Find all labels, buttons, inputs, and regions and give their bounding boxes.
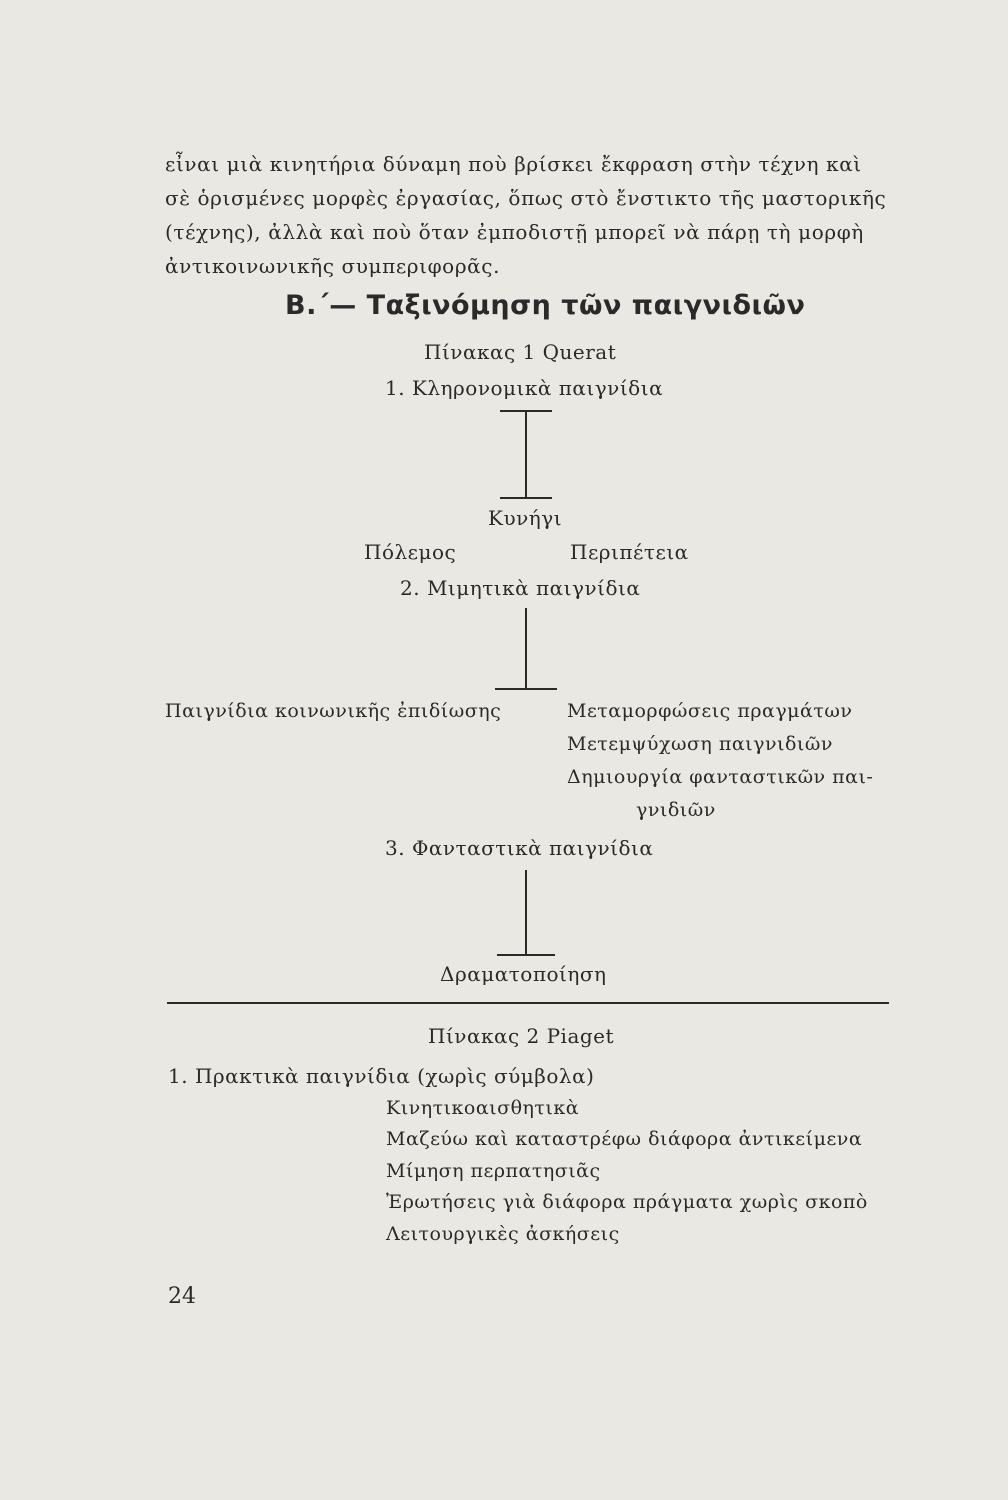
tree-connector-bottom [495, 688, 557, 690]
list-item: Κινητικοαισθητικὰ [386, 1097, 580, 1119]
section-heading: Β.΄— Ταξινόμηση τῶν παιγνιδιῶν [285, 290, 806, 321]
tree-node-left: Πόλεμος [364, 540, 457, 564]
page-number: 24 [168, 1284, 196, 1309]
table-2-title: Πίνακας 2 Piaget [428, 1024, 615, 1048]
category-1-label: 1. Πρακτικὰ παιγνίδια (χωρὶς σύμβολα) [168, 1064, 595, 1088]
tree-connector-bottom [500, 497, 552, 499]
tree-node-right: Περιπέτεια [570, 540, 689, 564]
category-1-label: 1. Κληρονομικὰ παιγνίδια [385, 376, 664, 400]
list-item: Λειτουργικὲς ἀσκήσεις [386, 1223, 620, 1245]
list-item: Μαζεύω καὶ καταστρέφω διάφορα ἀντικείμεν… [386, 1128, 863, 1150]
tree-node-left: Παιγνίδια κοινωνικῆς ἐπιδίωσης [165, 700, 502, 722]
list-item: Μίμηση περπατησιᾶς [386, 1160, 601, 1182]
tree-connector-stem [525, 870, 527, 954]
tree-connector-bottom [497, 954, 555, 956]
tree-node-center: Δραματοποίηση [440, 962, 607, 986]
tree-connector-stem [525, 410, 527, 498]
tree-node-right: Δημιουργία φανταστικῶν παι- [567, 766, 874, 788]
category-2-label: 2. Μιμητικὰ παιγνίδια [400, 576, 641, 600]
category-3-label: 3. Φανταστικὰ παιγνίδια [385, 836, 654, 860]
paragraph-line: εἶναι μιὰ κινητήρια δύναμη ποὺ βρίσκει ἔ… [165, 152, 862, 176]
paragraph-line: ἀντικοινωνικῆς συμπεριφορᾶς. [165, 254, 501, 278]
tree-node-right: Μεταμορφώσεις πραγμάτων [567, 700, 853, 722]
tree-node-right: γνιδιῶν [636, 799, 716, 821]
paragraph-line: (τέχνης), ἀλλὰ καὶ ποὺ ὅταν ἐμποδιστῇ μπ… [165, 220, 864, 244]
tree-connector-stem [525, 608, 527, 688]
table-1-title: Πίνακας 1 Querat [424, 340, 617, 364]
section-divider [167, 1002, 889, 1004]
list-item: Ἐρωτήσεις γιὰ διάφορα πράγματα χωρὶς σκο… [386, 1191, 868, 1213]
tree-node-center: Κυνήγι [488, 506, 563, 530]
paragraph-line: σὲ ὁρισμένες μορφὲς ἐργασίας, ὅπως στὸ ἔ… [165, 186, 887, 210]
tree-node-right: Μετεμψύχωση παιγνιδιῶν [567, 733, 833, 755]
